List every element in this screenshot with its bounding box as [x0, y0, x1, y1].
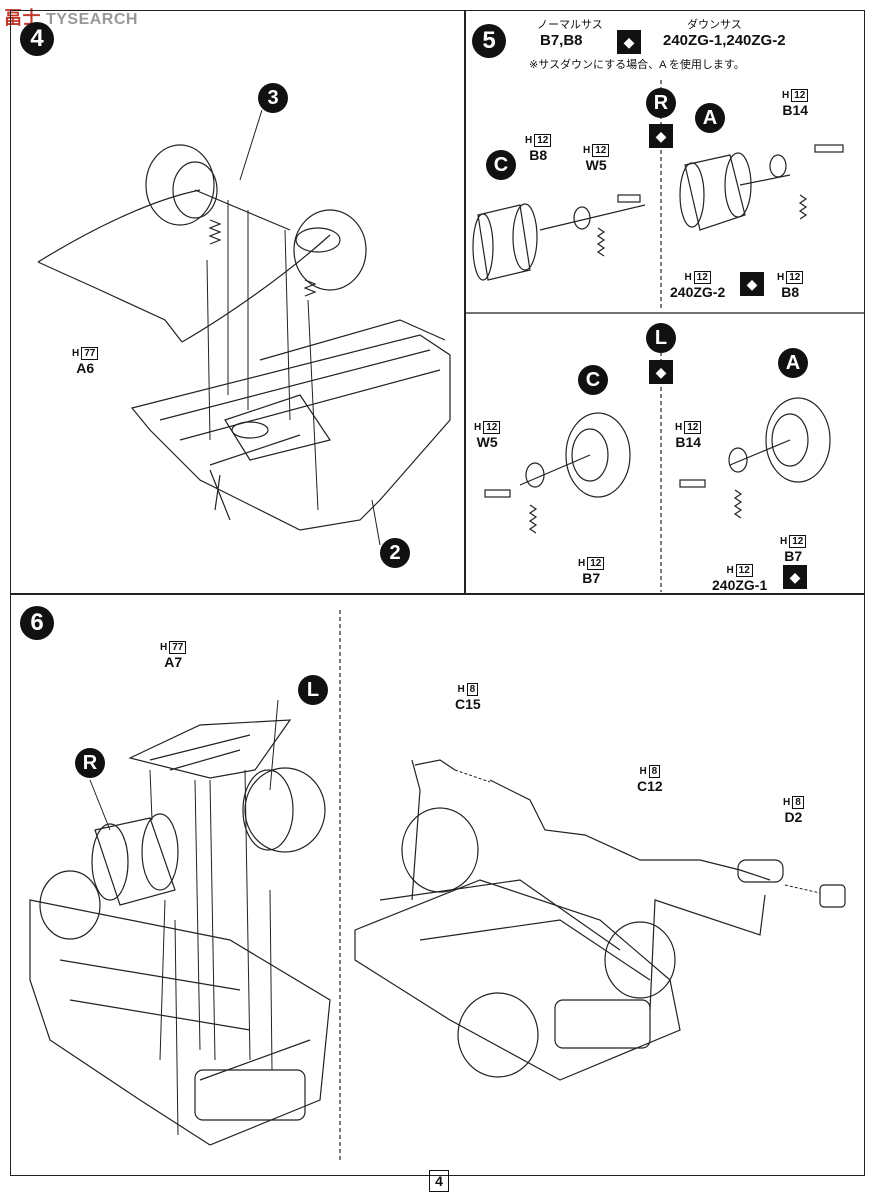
step4-springs — [208, 219, 317, 297]
marker-l-step6: L — [298, 675, 328, 705]
flip-icon: ◆ — [740, 272, 764, 296]
watermark-en: TYSEARCH — [45, 11, 138, 28]
step6-left-chassis — [29, 870, 331, 1146]
step5-knuckle-top — [573, 194, 641, 257]
step4-wheel-right — [293, 209, 367, 291]
step5-wheel-c-bottom — [519, 412, 631, 498]
step6-a-arm — [128, 719, 292, 779]
step4-wheel-left — [145, 144, 291, 231]
down-susp-label: ダウンサス — [687, 19, 742, 31]
flip-icon: ◆ — [649, 360, 673, 384]
down-susp-note: ※サスダウンにする場合、A を使用します。 — [529, 59, 745, 71]
step-number-4: 4 — [20, 22, 54, 56]
step5-knuckle-top-right — [769, 144, 844, 220]
sub-step-3: 3 — [258, 83, 288, 113]
marker-r: R — [646, 88, 676, 118]
panel-step-4 — [10, 10, 466, 595]
step6-right-chassis — [354, 807, 681, 1081]
sub-step-2: 2 — [380, 538, 410, 568]
marker-a-top: A — [695, 103, 725, 133]
step5-knuckle-bottom-right — [679, 447, 748, 519]
normal-susp-label: ノーマルサス — [537, 19, 603, 31]
step-number-6: 6 — [20, 606, 54, 640]
marker-c-top: C — [486, 150, 516, 180]
step4-guide-lines — [206, 109, 381, 546]
flip-icon: ◆ — [783, 565, 807, 589]
step4-chassis — [130, 319, 451, 531]
panel-step-6 — [10, 593, 865, 1176]
step5-wheel-a-top — [679, 152, 791, 231]
panel-step-5 — [464, 10, 865, 595]
flip-icon: ◆ — [649, 124, 673, 148]
step6-exhaust — [411, 759, 846, 1011]
down-susp-parts: 240ZG-1,240ZG-2 — [663, 32, 786, 49]
normal-susp-parts: B7,B8 — [540, 32, 583, 49]
step4-stabilizer — [37, 189, 331, 343]
watermark: 畐士 TYSEARCH — [4, 4, 138, 30]
marker-l: L — [646, 323, 676, 353]
marker-r-step6: R — [75, 748, 105, 778]
step5-knuckle-bottom-left — [484, 462, 545, 534]
marker-a-bottom: A — [778, 348, 808, 378]
step6-wheel-l — [242, 767, 326, 853]
step6-guide-lines-left — [89, 699, 279, 1136]
step5-wheel-c-top — [472, 203, 646, 281]
step6-wheel-r — [91, 813, 179, 906]
step5-wheel-a-bottom — [729, 397, 831, 483]
marker-c-bottom: C — [578, 365, 608, 395]
step5-header: ノーマルサス ダウンサス B7,B8 ◆ 240ZG-1,240ZG-2 ※サス… — [525, 14, 805, 74]
page-number: 4 — [429, 1170, 449, 1192]
step6-guide-lines-right — [454, 769, 821, 894]
flip-icon: ◆ — [617, 30, 641, 54]
step-number-5: 5 — [472, 24, 506, 58]
